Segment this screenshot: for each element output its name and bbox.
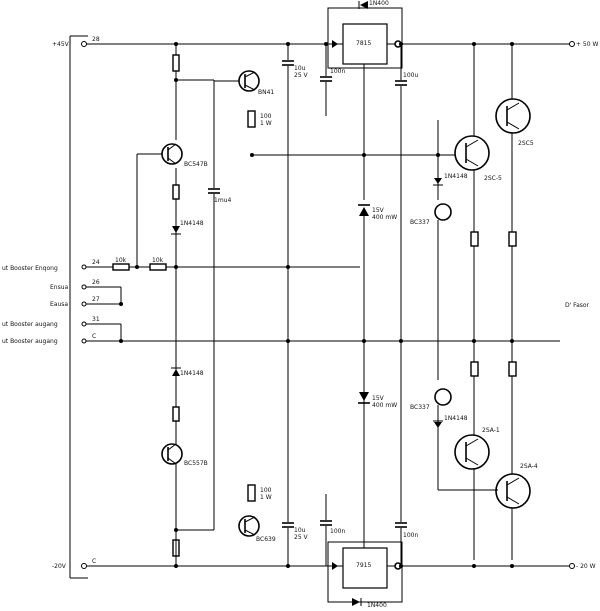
positive-rail: [81, 41, 575, 47]
input-line-2: [81, 284, 123, 306]
transistor-bc547b: [136, 143, 183, 267]
resistor-1w-top: [247, 110, 256, 128]
res-label-in-2: 10k: [152, 257, 164, 264]
diode-label-top: 1N4148: [180, 220, 204, 227]
regulator-diode-bottom: 1N400: [367, 602, 387, 609]
output-label-top-right: 2SC5: [518, 140, 534, 147]
input-pin-4: 31: [92, 316, 100, 323]
input-line-1: [81, 263, 360, 271]
regulator-diode-top: 1N400: [369, 0, 389, 7]
cap-label-reg-bot-out: 100n: [403, 532, 418, 539]
cap-label-reg-top-in: 100n: [330, 68, 345, 75]
diode-label-tvs-top: 1N4148: [444, 173, 468, 180]
input-pin-1: 24: [92, 259, 100, 266]
input-label-5: ut Booster augang: [2, 338, 58, 345]
emitter-resistor-3: [470, 361, 479, 377]
diode-label-bottom: 1N4148: [180, 370, 204, 377]
emitter-resistor-4: [508, 361, 517, 377]
capacitor-mid: [208, 80, 220, 530]
resistor-1w-bottom: [247, 484, 256, 502]
pin-label-bottom: C: [92, 558, 96, 565]
predriver-label-top: BC337: [410, 219, 430, 226]
input-line-5: [81, 338, 560, 344]
regulator-bottom: [327, 400, 403, 606]
transistor-label-bc547b: BC547B: [184, 161, 208, 168]
drive-line-top: [250, 153, 460, 157]
predriver-bottom: [433, 388, 452, 490]
cap-label-reg-bot-in: 100n: [330, 528, 345, 535]
regulator-label-bottom: 7915: [356, 562, 371, 569]
output-transistor-bottom-right: [495, 473, 531, 509]
output-label-top: 2SC-5: [484, 175, 502, 182]
regulator-top: [327, 1, 403, 200]
output-transistor-bottom: [454, 434, 490, 470]
rail-label-top-left: +45V: [52, 41, 70, 48]
reg-caps: [320, 44, 407, 566]
capacitor-column: [282, 42, 294, 568]
emitter-resistor-1: [470, 231, 479, 247]
input-label-1: ut Booster Enqong: [2, 265, 58, 272]
output-node-label: D' Fasor: [565, 302, 590, 309]
rail-label-top-right: + 50 W: [576, 41, 598, 48]
input-pin-2: 26: [92, 279, 100, 286]
rail-label-bottom-right: - 20 W: [576, 563, 596, 570]
junction-dots: [324, 42, 514, 568]
predriver-label-bottom: BC337: [410, 404, 430, 411]
input-label-4: ut Booster augang: [2, 321, 58, 328]
emitter-resistor-2: [508, 231, 517, 247]
pin-label-top: 28: [92, 36, 100, 43]
regulator-label-top: 7815: [356, 40, 371, 47]
output-label-bottom-right: 2SA-4: [520, 463, 538, 470]
input-label-3: Eausa: [50, 301, 68, 308]
transistor-bn41: [214, 70, 260, 92]
zener-bottom: [358, 341, 370, 404]
left-driver-column: [171, 42, 214, 568]
transistor-label-bc557b: BC557B: [184, 460, 208, 467]
input-pin-3: 27: [92, 296, 100, 303]
transistor-label-bc639: BC639: [256, 536, 276, 543]
output-label-bottom: 2SA-1: [482, 427, 500, 434]
rail-label-bottom-left: -20V: [52, 563, 67, 570]
input-line-4: [81, 321, 122, 341]
input-label-2: Ensua: [50, 284, 69, 291]
cap-label-reg-top-out: 100u: [403, 72, 418, 79]
capacitor-label-mid: 1mu4: [214, 197, 231, 204]
transistor-bc557b: [161, 443, 183, 465]
predriver-top: [433, 120, 452, 380]
zener-top: [358, 204, 370, 341]
transistor-label-bn41: BN41: [258, 89, 274, 96]
input-connector-bracket: [69, 35, 88, 579]
diode-label-tvs-bottom: 1N4148: [444, 415, 468, 422]
input-line-3: [81, 301, 121, 307]
output-transistor-top: [454, 44, 490, 560]
res-label-in-1: 10k: [115, 257, 127, 264]
transistor-bc639: [238, 515, 260, 537]
input-pin-5: C: [92, 333, 96, 340]
